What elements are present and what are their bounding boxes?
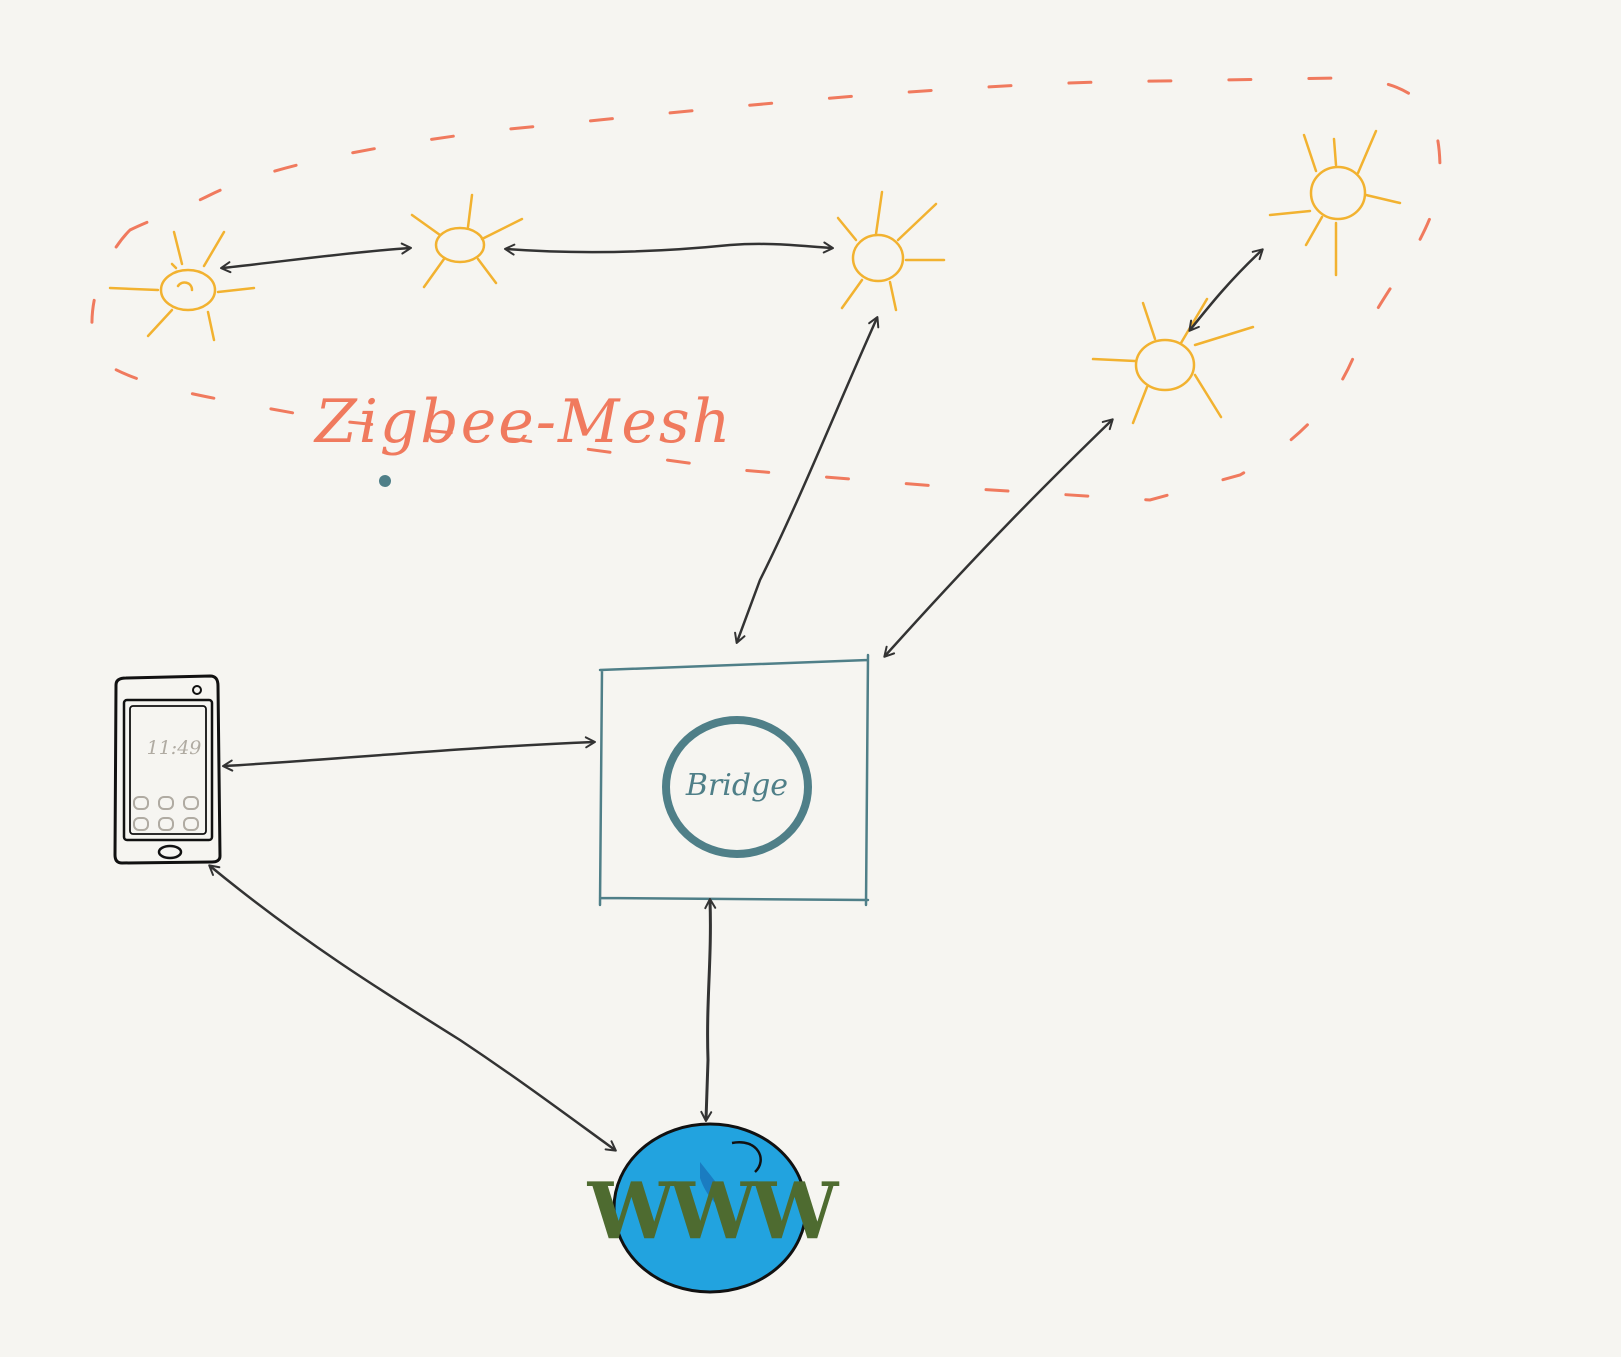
smartphone-icon: 11:49 bbox=[113, 674, 222, 865]
link-phone-internet bbox=[208, 864, 617, 1152]
sun-bulb-icon bbox=[836, 190, 946, 312]
link-bulb5-bridge bbox=[883, 418, 1114, 658]
internet-label: WWW bbox=[587, 1166, 840, 1257]
bridge-circle bbox=[662, 716, 812, 858]
link-bridge-internet bbox=[700, 898, 717, 1122]
link-bulb4-bulb5 bbox=[1188, 248, 1264, 332]
cursor-dot bbox=[379, 475, 391, 487]
globe-icon: WWW bbox=[587, 1122, 846, 1294]
sun-bulb-icon bbox=[1091, 297, 1255, 425]
link-phone-bridge bbox=[222, 736, 596, 772]
sun-bulb-icon bbox=[1268, 129, 1402, 277]
zigbee-mesh-outline bbox=[90, 76, 1442, 502]
link-bulb1-bulb2 bbox=[220, 242, 412, 274]
link-bulb3-bridge bbox=[734, 316, 880, 644]
sun-bulb-icon bbox=[108, 230, 256, 342]
link-bulb2-bulb3 bbox=[504, 241, 834, 256]
phone-clock: 11:49 bbox=[147, 737, 202, 759]
zigbee-mesh-label: Zigbee-Mesh bbox=[313, 387, 732, 457]
sun-bulb-icon bbox=[410, 193, 524, 289]
app-grid bbox=[133, 796, 199, 831]
bridge-hub-icon: Bridge bbox=[598, 653, 870, 907]
bridge-label: Bridge bbox=[685, 768, 788, 803]
